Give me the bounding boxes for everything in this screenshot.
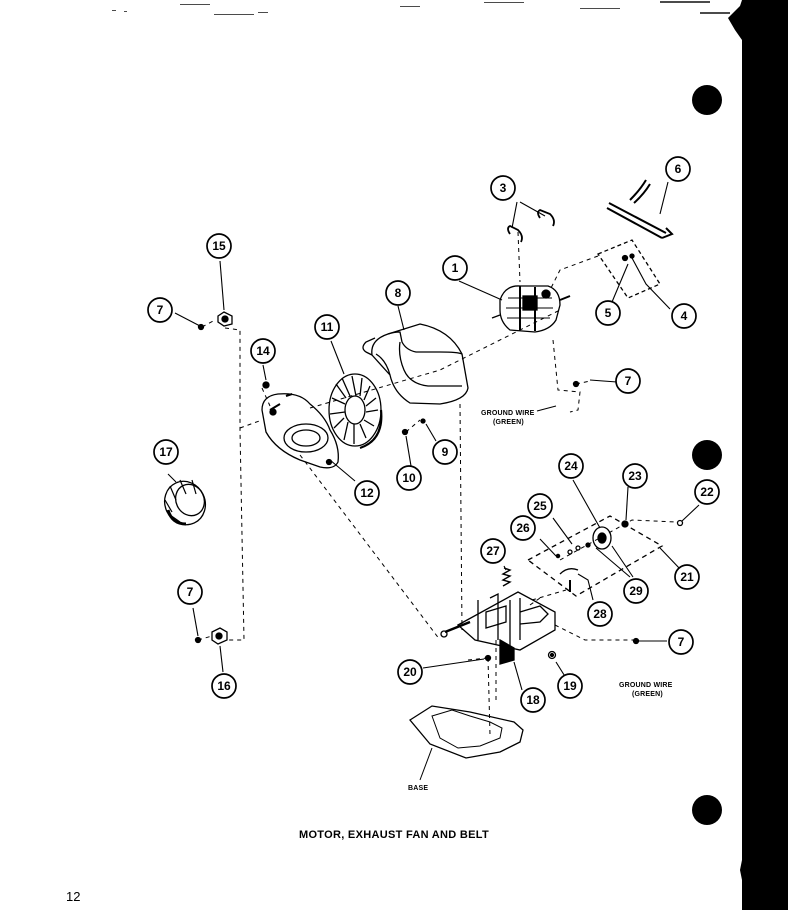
belt-part [606, 179, 674, 239]
leader-lines [167, 181, 700, 691]
svg-text:4: 4 [681, 309, 688, 323]
svg-text:23: 23 [628, 469, 642, 483]
scan-noise [112, 1, 730, 15]
svg-text:25: 25 [533, 499, 547, 513]
page-number: 12 [66, 889, 81, 904]
svg-text:21: 21 [680, 570, 694, 584]
callout-5: 5 [595, 300, 621, 326]
svg-text:10: 10 [402, 471, 416, 485]
spring-part [501, 567, 512, 587]
svg-text:7: 7 [625, 374, 632, 388]
fan-plate-part [261, 393, 339, 469]
idler-bracket-part [440, 591, 556, 665]
callout-28: 28 [587, 601, 613, 627]
svg-text:16: 16 [217, 679, 231, 693]
assembly-lines [197, 231, 677, 736]
callout-18: 18 [520, 687, 546, 713]
base-label: BASE [408, 747, 433, 792]
clip-parts [507, 209, 555, 243]
callout-26: 26 [510, 515, 536, 541]
svg-text:GROUND WIRE: GROUND WIRE [619, 682, 673, 689]
ground-wire-note-bottom: GROUND WIRE (GREEN) [619, 682, 673, 698]
svg-text:14: 14 [256, 344, 270, 358]
idler-bracket-outline [526, 515, 664, 597]
callout-19: 19 [557, 673, 583, 699]
drive-ring-part [163, 479, 207, 526]
svg-text:20: 20 [403, 665, 417, 679]
callout-9: 9 [432, 439, 458, 465]
punch-hole [692, 795, 722, 825]
callout-20: 20 [397, 659, 423, 685]
svg-text:8: 8 [395, 286, 402, 300]
svg-text:5: 5 [605, 306, 612, 320]
svg-text:17: 17 [159, 445, 173, 459]
callout-7: 7 [668, 629, 694, 655]
punch-hole [692, 85, 722, 115]
svg-text:(GREEN): (GREEN) [632, 691, 663, 698]
callout-8: 8 [385, 280, 411, 306]
svg-text:22: 22 [700, 485, 714, 499]
svg-text:12: 12 [360, 486, 374, 500]
callout-25: 25 [527, 493, 553, 519]
svg-text:24: 24 [564, 459, 578, 473]
svg-text:6: 6 [675, 162, 682, 176]
svg-text:28: 28 [593, 607, 607, 621]
callout-7: 7 [177, 579, 203, 605]
callout-4: 4 [671, 303, 697, 329]
motor-part [491, 285, 571, 333]
svg-text:1: 1 [452, 261, 459, 275]
callout-21: 21 [674, 564, 700, 590]
base-part [409, 705, 524, 759]
fan-wheel-part [328, 373, 383, 450]
callout-10: 10 [396, 465, 422, 491]
ground-wire-note-top: GROUND WIRE (GREEN) [481, 405, 557, 426]
punch-hole [692, 440, 722, 470]
svg-text:15: 15 [212, 239, 226, 253]
callout-17: 17 [153, 439, 179, 465]
bracket-part-15 [217, 311, 233, 327]
svg-text:7: 7 [157, 303, 164, 317]
callout-3: 3 [490, 175, 516, 201]
svg-text:BASE: BASE [408, 785, 428, 792]
svg-text:3: 3 [500, 181, 507, 195]
svg-text:29: 29 [629, 584, 643, 598]
svg-text:7: 7 [678, 635, 685, 649]
svg-text:7: 7 [187, 585, 194, 599]
binding-strip [728, 0, 788, 910]
pulley-bracket [597, 239, 661, 299]
callout-7: 7 [615, 368, 641, 394]
callout-15: 15 [206, 233, 232, 259]
svg-text:11: 11 [321, 320, 334, 334]
svg-text:26: 26 [516, 521, 530, 535]
callout-23: 23 [622, 463, 648, 489]
callout-29: 29 [623, 578, 649, 604]
callout-6: 6 [665, 156, 691, 182]
callout-7: 7 [147, 297, 173, 323]
svg-text:(GREEN): (GREEN) [493, 419, 524, 426]
svg-text:18: 18 [526, 693, 540, 707]
callout-11: 11 [314, 314, 340, 340]
callout-12: 12 [354, 480, 380, 506]
callout-1: 1 [442, 255, 468, 281]
callout-16: 16 [211, 673, 237, 699]
svg-text:19: 19 [563, 679, 577, 693]
callout-27: 27 [480, 538, 506, 564]
callout-24: 24 [558, 453, 584, 479]
svg-text:GROUND WIRE: GROUND WIRE [481, 410, 535, 417]
diagram-caption: MOTOR, EXHAUST FAN AND BELT [298, 829, 489, 841]
blower-housing-part [362, 323, 469, 405]
svg-text:27: 27 [486, 544, 500, 558]
svg-text:9: 9 [442, 445, 449, 459]
bracket-part-16 [211, 627, 228, 645]
callout-22: 22 [694, 479, 720, 505]
callout-14: 14 [250, 338, 276, 364]
